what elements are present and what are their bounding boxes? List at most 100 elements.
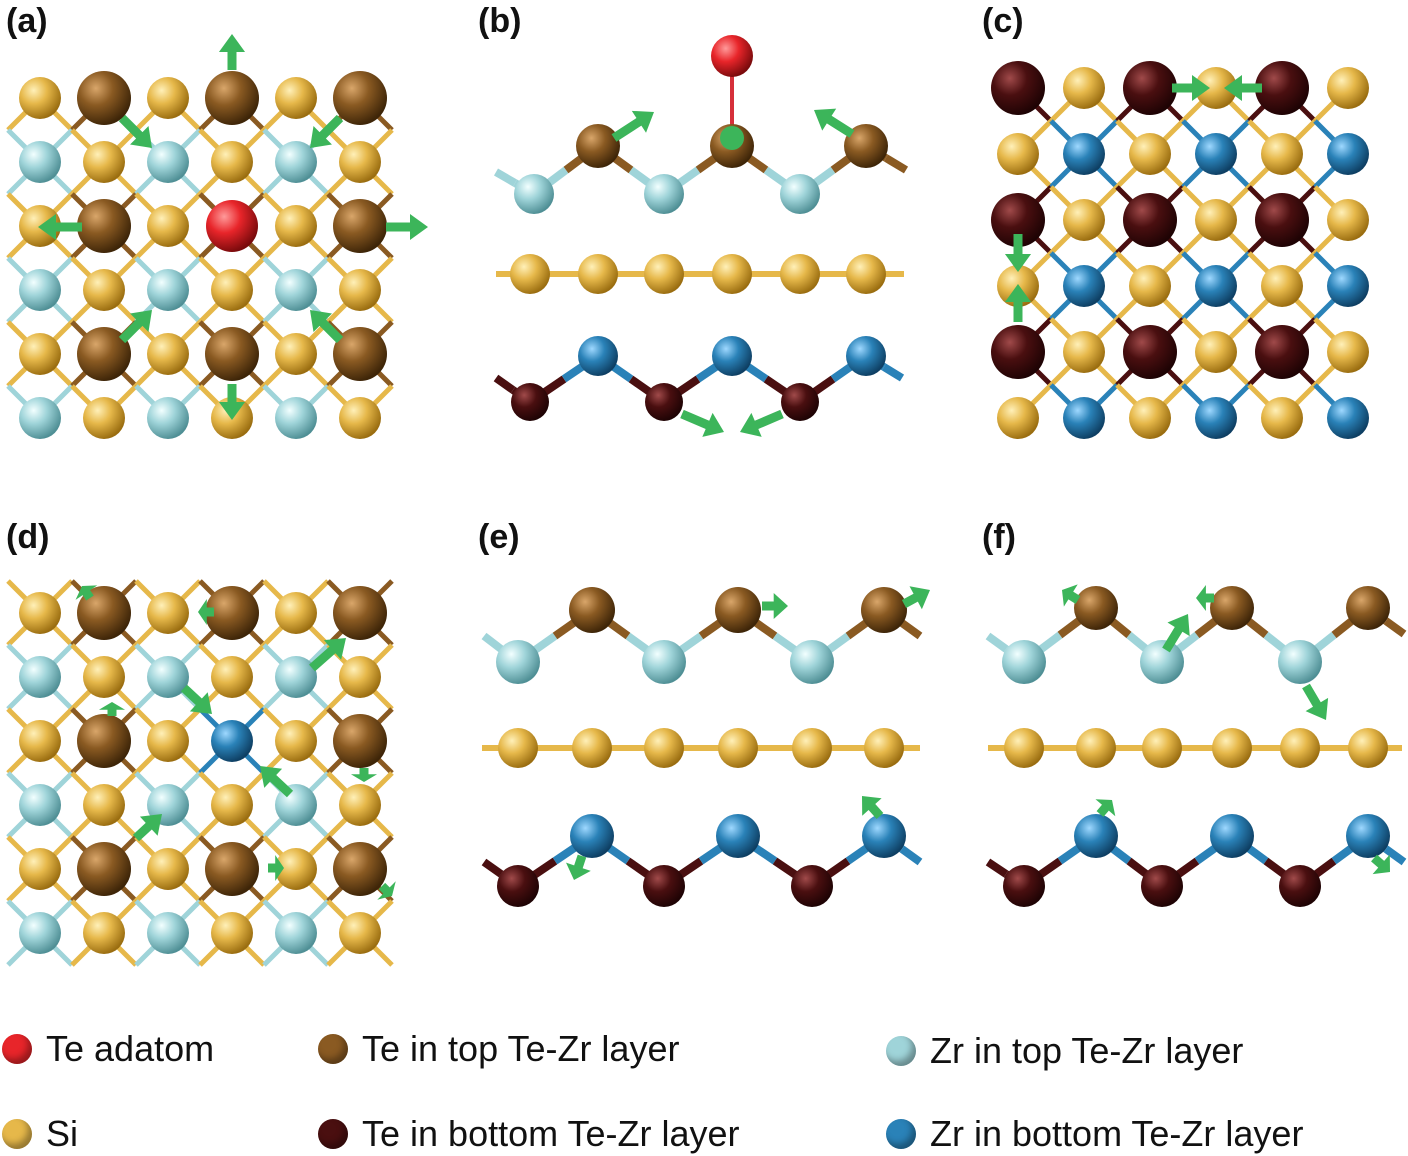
displacement-arrow-icon: [814, 108, 855, 138]
displacement-arrow-icon: [268, 854, 284, 882]
legend-label-zr-top: Zr in top Te-Zr layer: [930, 1030, 1244, 1071]
atom-si: [1348, 728, 1388, 768]
atom-si: [644, 254, 684, 294]
atom-zr-top: [19, 397, 61, 439]
atom-si: [83, 912, 125, 954]
displacement-arrow-icon: [862, 796, 884, 820]
displacement-arrow-icon: [680, 409, 724, 437]
atom-zr-top: [147, 397, 189, 439]
atom-si: [339, 141, 381, 183]
atom-zr-bottom: [1074, 814, 1118, 858]
displacement-arrow-icon: [260, 766, 294, 798]
bond: [899, 845, 923, 866]
atom-si: [1261, 265, 1303, 307]
atom-si: [1212, 728, 1252, 768]
atom-si: [19, 720, 61, 762]
bond: [881, 363, 905, 382]
atom-si: [83, 784, 125, 826]
displacement-arrow-icon: [901, 586, 930, 610]
atom-zr-top: [19, 656, 61, 698]
displacement-arrow-icon: [1371, 854, 1390, 875]
atom-zr-top: [275, 269, 317, 311]
atom-si: [997, 133, 1039, 175]
displacement-arrow-icon: [1224, 74, 1262, 102]
displacement-arrow-icon: [75, 585, 98, 601]
atom-si: [83, 141, 125, 183]
atom-te-bottom: [991, 193, 1045, 247]
atom-si: [147, 77, 189, 119]
atom-si: [147, 333, 189, 375]
atom-te-bottom: [1123, 193, 1177, 247]
displacement-arrow-icon: [118, 114, 152, 148]
displacement-arrow-icon: [132, 814, 162, 842]
atom-si: [339, 656, 381, 698]
bond: [883, 154, 909, 174]
atom-si: [1261, 397, 1303, 439]
displacement-arrow-icon: [180, 684, 212, 714]
atom-te-top: [77, 71, 131, 125]
atom-zr-top: [147, 912, 189, 954]
legend-label-si: Si: [46, 1113, 79, 1154]
atom-zr-bottom: [1195, 133, 1237, 175]
displacement-arrow-icon: [1162, 614, 1190, 653]
atom-si: [211, 656, 253, 698]
atom-si: [792, 728, 832, 768]
atom-zr-top: [1002, 640, 1046, 684]
legend-item-te-bottom: Te in bottom Te-Zr layer: [318, 1113, 739, 1155]
displacement-arrow-icon: [740, 409, 784, 437]
displacement-arrow-icon: [309, 638, 346, 672]
atom-si: [846, 254, 886, 294]
atom-te-bottom: [497, 865, 539, 907]
atom-si: [1142, 728, 1182, 768]
displacement-arrow-icon: [218, 384, 246, 420]
te-bottom-swatch-icon: [318, 1119, 348, 1149]
atom-te-top: [333, 842, 387, 896]
bond: [899, 619, 923, 640]
atom-te-top: [77, 842, 131, 896]
panel-label-c: (c): [982, 2, 1024, 40]
panel-label-a: (a): [6, 2, 48, 40]
displacement-arrow-icon: [198, 598, 214, 626]
atom-zr-top: [147, 141, 189, 183]
atom-si: [275, 333, 317, 375]
atom-si: [644, 728, 684, 768]
atom-si: [211, 912, 253, 954]
atom-te-top: [715, 587, 761, 633]
atom-si: [712, 254, 752, 294]
atom-si: [1129, 133, 1171, 175]
displacement-arrow-icon: [218, 34, 246, 70]
atom-si: [211, 269, 253, 311]
atom-te-bottom: [1279, 865, 1321, 907]
atom-zr-top: [642, 640, 686, 684]
atom-te-bottom: [511, 383, 549, 421]
atom-te-bottom: [1255, 61, 1309, 115]
atom-zr-bottom: [1327, 133, 1369, 175]
displacement-arrow-icon: [1004, 234, 1032, 272]
bond: [985, 858, 1009, 878]
panel-label-f: (f): [982, 518, 1016, 556]
atom-zr-bottom: [846, 336, 886, 376]
bond: [493, 374, 516, 394]
atom-si: [147, 848, 189, 890]
bond: [1383, 845, 1407, 866]
atom-si: [578, 254, 618, 294]
atom-si: [1195, 199, 1237, 241]
te-top-swatch-icon: [318, 1034, 348, 1064]
atom-si: [19, 77, 61, 119]
atom-zr-bottom: [716, 814, 760, 858]
atom-te-top: [1074, 586, 1118, 630]
atom-zr-bottom: [1063, 265, 1105, 307]
atom-te-top: [569, 587, 615, 633]
atom-zr-top: [496, 640, 540, 684]
legend-label-te-bottom: Te in bottom Te-Zr layer: [362, 1113, 740, 1154]
displacement-arrow-icon: [762, 592, 788, 620]
atom-si: [19, 848, 61, 890]
atom-si: [1327, 331, 1369, 373]
atom-te-bottom: [1255, 193, 1309, 247]
atom-te-top: [77, 199, 131, 253]
atom-te-top: [77, 714, 131, 768]
atom-si: [1261, 133, 1303, 175]
atom-te-top: [861, 587, 907, 633]
displacement-arrow-icon: [1302, 683, 1329, 720]
atom-si: [1195, 67, 1237, 109]
